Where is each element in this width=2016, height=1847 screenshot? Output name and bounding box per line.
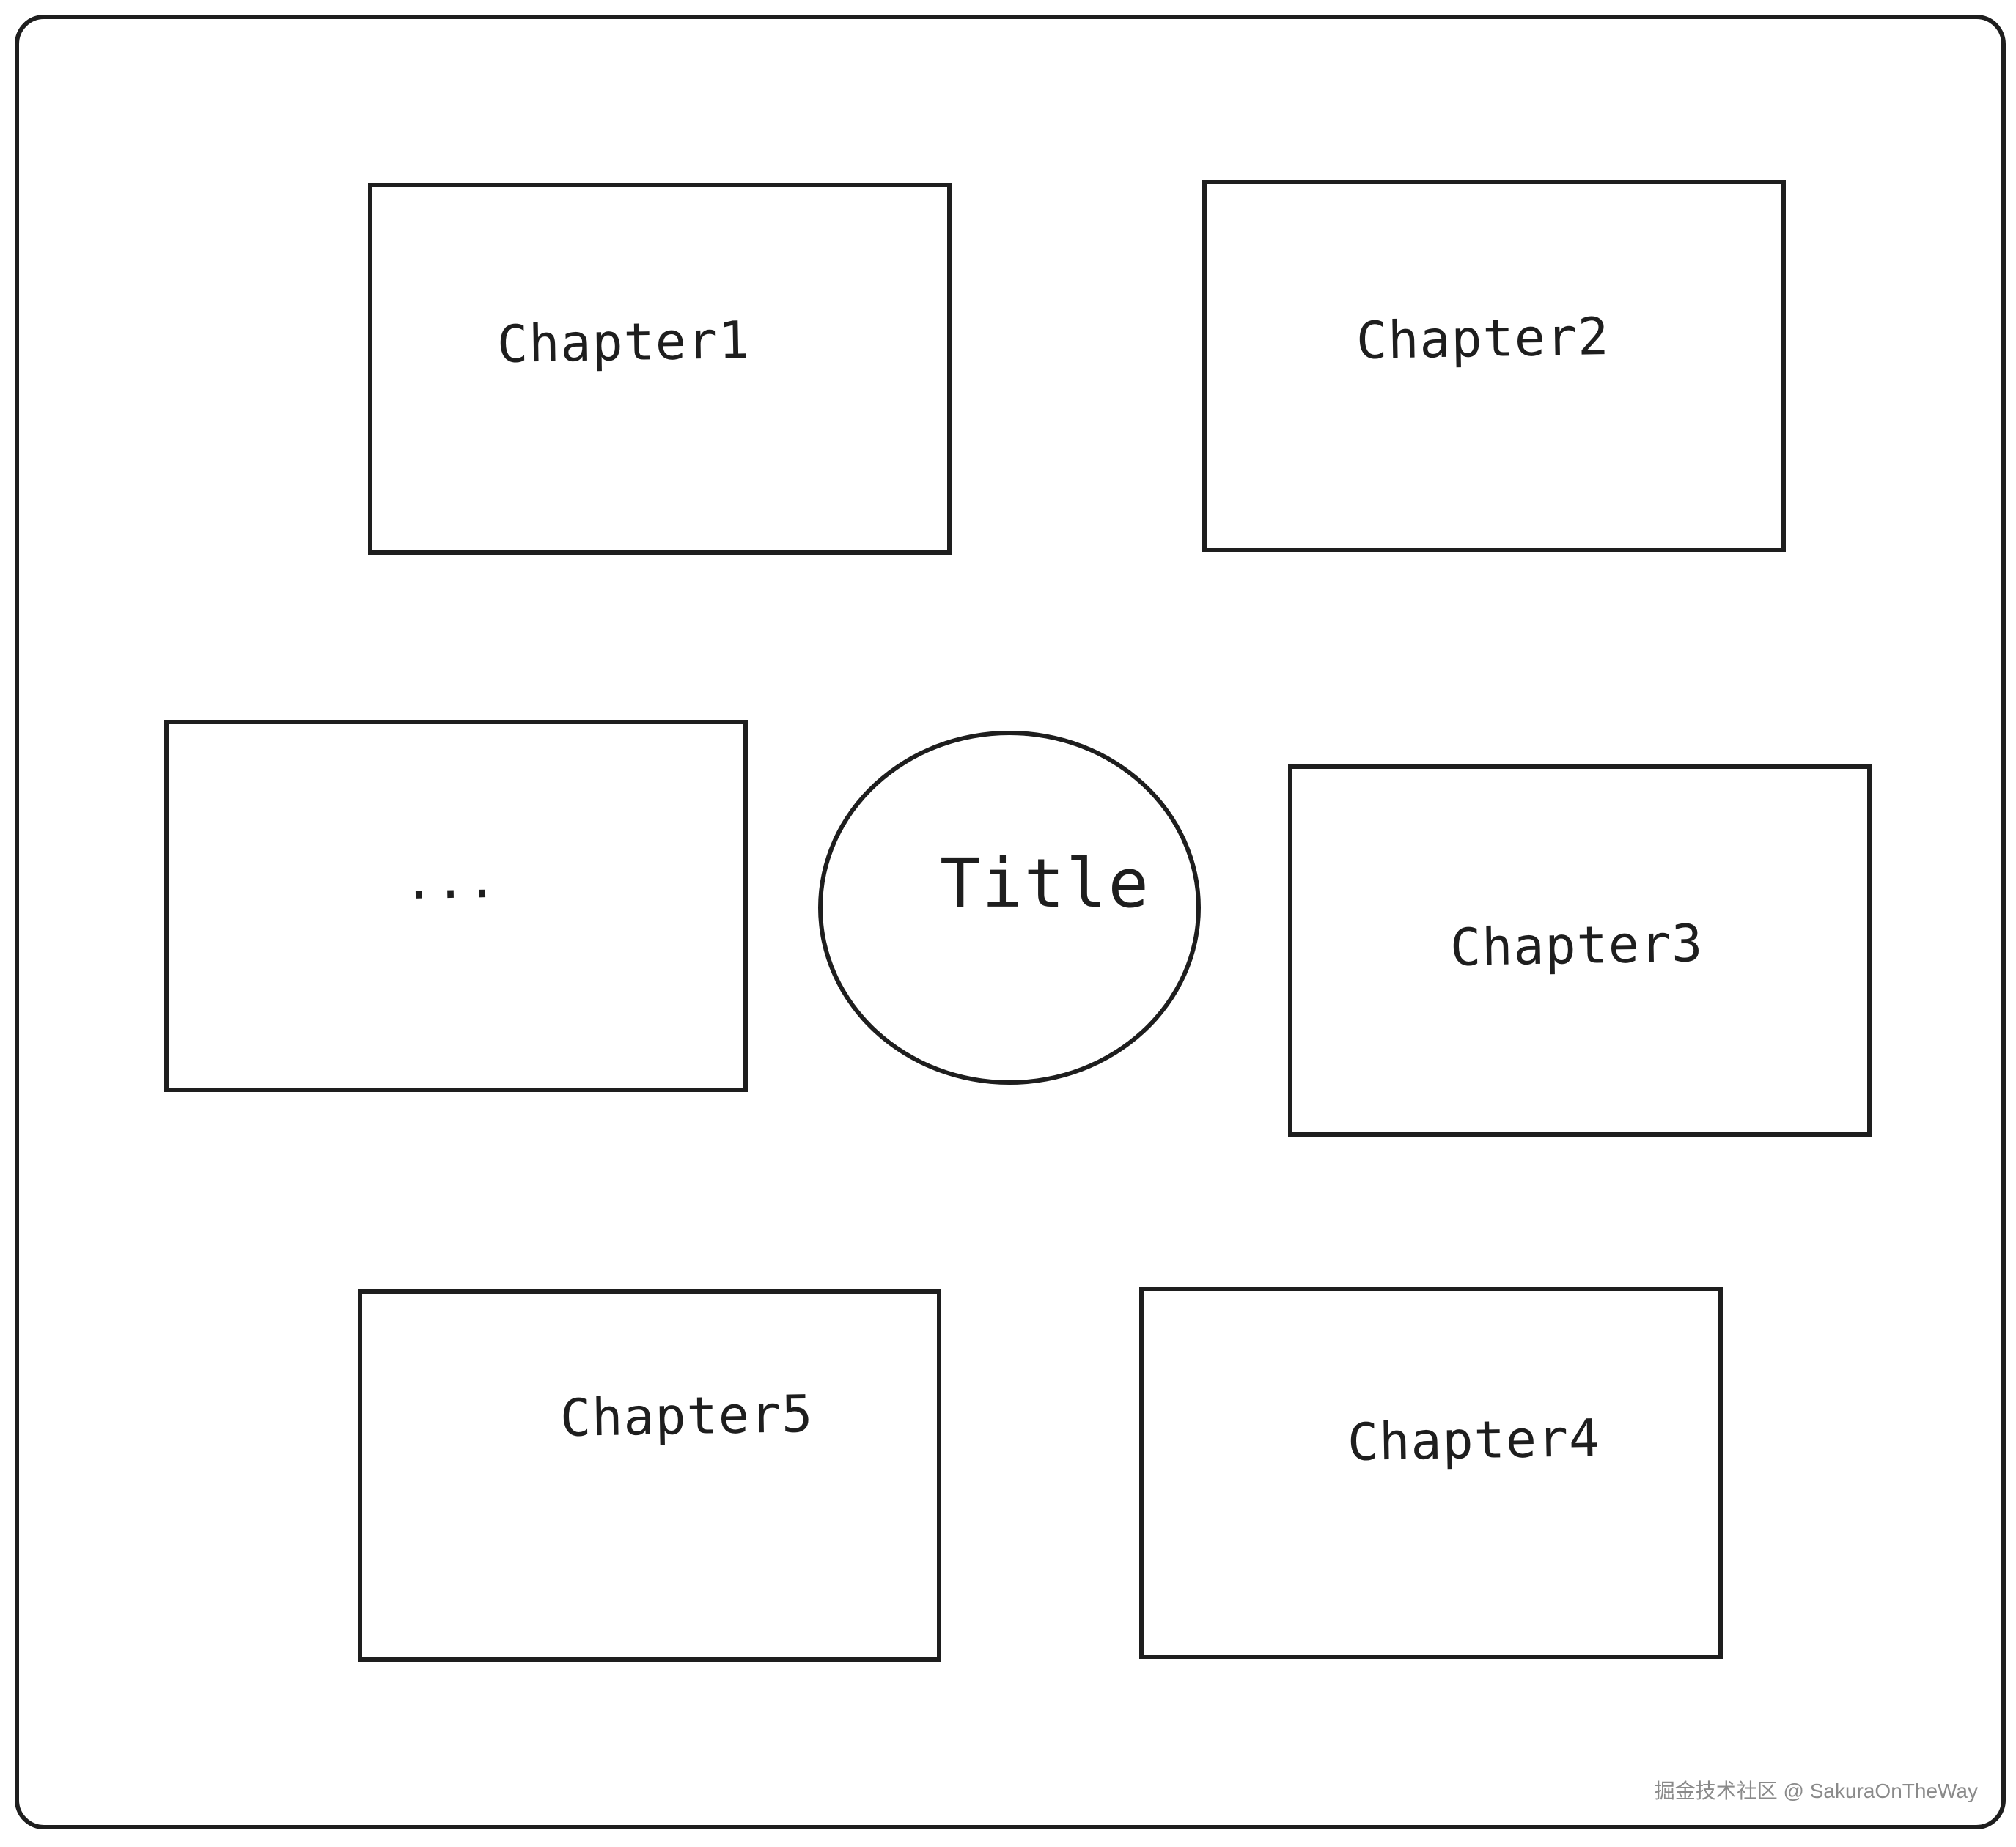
watermark: 掘金技术社区 @ SakuraOnTheWay — [1654, 1780, 1978, 1802]
more-label: ... — [402, 849, 499, 912]
title-label: Title — [940, 844, 1150, 923]
title-ellipse — [818, 731, 1201, 1085]
outer-frame — [15, 15, 2006, 1829]
chapter2-label: Chapter2 — [1355, 306, 1610, 372]
chapter4-box — [1139, 1287, 1723, 1659]
chapter1-box — [368, 183, 952, 555]
chapter3-box — [1288, 764, 1872, 1137]
chapter5-box — [358, 1289, 941, 1662]
chapter2-box — [1202, 180, 1786, 552]
chapter3-label: Chapter3 — [1449, 913, 1704, 978]
chapter5-label: Chapter5 — [559, 1383, 814, 1449]
chapter1-label: Chapter1 — [496, 309, 751, 375]
more-box — [164, 720, 748, 1092]
chapter4-label: Chapter4 — [1347, 1407, 1601, 1473]
